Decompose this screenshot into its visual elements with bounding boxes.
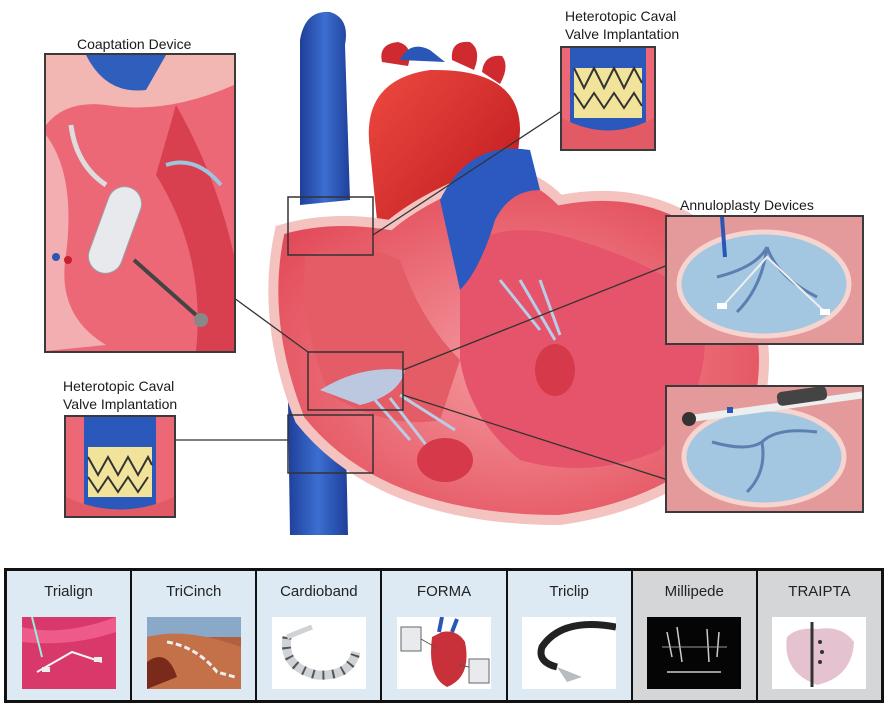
forma-image xyxy=(397,617,491,689)
device-tile-trialign: Trialign xyxy=(7,571,130,700)
annuloplasty-inset-bottom xyxy=(665,385,864,513)
device-tile-cardioband: Cardioband xyxy=(257,571,380,700)
tricinch-image xyxy=(147,617,241,689)
device-label: Triclip xyxy=(549,583,588,603)
device-label: FORMA xyxy=(417,583,471,603)
millipede-image xyxy=(647,617,741,689)
device-tile-traipta: TRAIPTA xyxy=(758,571,881,700)
device-tile-tricinch: TriCinch xyxy=(132,571,255,700)
annuloplasty-devices-title: Annuloplasty Devices xyxy=(680,197,814,213)
device-label: TRAIPTA xyxy=(788,583,850,603)
caval-valve-left-title-line1: Heterotopic Caval xyxy=(63,378,174,394)
cardioband-image xyxy=(272,617,366,689)
caval-valve-left-title-line2: Valve Implantation xyxy=(63,396,177,412)
coaptation-device-inset xyxy=(44,53,236,353)
triclip-image xyxy=(522,617,616,689)
caval-valve-top-title-line1: Heterotopic Caval xyxy=(565,8,676,24)
trialign-image xyxy=(22,617,116,689)
device-tile-triclip: Triclip xyxy=(508,571,631,700)
device-label: Cardioband xyxy=(280,583,358,603)
heart-diagram: Coaptation Device Heterotopic Caval Valv… xyxy=(0,0,889,540)
device-tile-millipede: Millipede xyxy=(633,571,756,700)
annuloplasty-inset-top xyxy=(665,215,864,345)
traipta-image xyxy=(772,617,866,689)
device-label: TriCinch xyxy=(166,583,221,603)
caval-valve-top-inset xyxy=(560,46,656,151)
device-strip: Trialign TriCinch Cardioband xyxy=(4,568,884,703)
caval-valve-left-inset xyxy=(64,415,176,518)
device-label: Millipede xyxy=(665,583,724,603)
device-label: Trialign xyxy=(44,583,93,603)
caval-valve-top-title-line2: Valve Implantation xyxy=(565,26,679,42)
coaptation-device-title: Coaptation Device xyxy=(77,36,191,52)
device-tile-forma: FORMA xyxy=(382,571,505,700)
